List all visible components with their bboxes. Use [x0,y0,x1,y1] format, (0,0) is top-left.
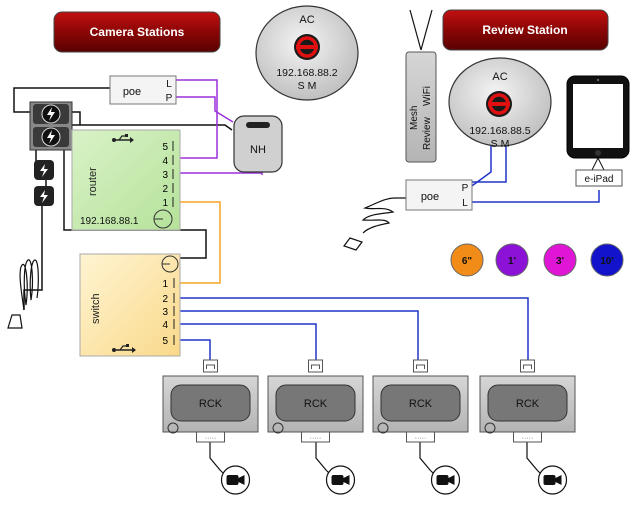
wires [7,9,600,477]
rck-label: RCK [409,398,433,410]
ac-ip: 192.168.88.2 [276,67,337,79]
coiled-cord-left [7,259,39,329]
svg-text:·····: ····· [310,435,322,442]
ac-ip: 192.168.88.5 [469,125,530,137]
mesh-wifi-device: Mesh Review WiFi [405,51,437,163]
cable-length-legend: 6" 1' 3' 10' [450,243,624,277]
svg-text:·····: ····· [415,435,427,442]
rck-unit: RCK ····· [372,359,469,495]
router: router 5 4 3 2 1 192.168.88.1 [71,129,181,231]
ipad: e-iPad [566,75,630,187]
ethernet-port-icon [520,359,535,373]
svg-text:2: 2 [162,184,168,195]
legend-item: 10' [590,243,624,277]
usb-icon [112,344,136,353]
button-icon [167,422,179,434]
power-plug-icon [34,186,54,206]
review-station-title: Review Station [442,9,609,51]
power-outlet-icon [33,127,69,147]
switch: switch 1 2 3 4 5 [79,253,181,357]
button-icon [484,422,496,434]
svg-text:·····: ····· [522,435,534,442]
svg-text:Review Station: Review Station [482,23,567,37]
camera-icon [537,465,568,495]
power-outlet-icon [33,104,69,124]
switch-label: switch [90,293,102,324]
nh-device: NH [233,115,283,173]
connector-icon: ····· [196,431,225,443]
connector-icon: ····· [301,431,330,443]
ac-ports: S M [491,138,510,150]
svg-text:WiFi: WiFi [422,86,433,106]
svg-text:Review: Review [422,116,433,150]
svg-text:5: 5 [162,336,168,347]
svg-text:L: L [166,79,172,90]
camera-icon [325,465,356,495]
rck-unit: RCK ····· [162,359,259,495]
ac-label: AC [299,14,314,26]
ac-unit-right: AC 192.168.88.5 S M [448,57,552,150]
router-label: router [87,167,99,196]
svg-text:6": 6" [462,256,473,267]
power-strip [29,101,73,151]
legend-item: 6" [450,243,484,277]
legend-item: 1' [495,243,529,277]
svg-text:4: 4 [162,156,168,167]
rck-label: RCK [199,398,223,410]
svg-text:5: 5 [162,142,168,153]
usb-icon [112,134,134,143]
router-ip: 192.168.88.1 [80,216,139,227]
svg-text:poe: poe [421,191,439,203]
svg-text:2: 2 [162,294,168,305]
svg-text:1: 1 [162,279,168,290]
svg-text:e-iPad: e-iPad [585,174,614,185]
ac-unit-left: AC 192.168.88.2 S M [255,5,359,101]
ethernet-port-icon [203,359,218,373]
svg-text:1': 1' [508,256,516,267]
button-icon [272,422,284,434]
camera-icon [220,465,251,495]
svg-text:3': 3' [556,256,564,267]
svg-text:3: 3 [162,170,168,181]
svg-text:NH: NH [250,144,266,156]
svg-text:10': 10' [600,256,614,267]
brand-logo-icon [486,91,512,117]
ac-ports: S M [298,80,317,92]
reset-button-icon [161,255,179,273]
ethernet-port-icon [413,359,428,373]
poe-injector-right: poe P L [405,179,473,211]
connector-icon: ····· [406,431,435,443]
ethernet-port-icon [308,359,323,373]
svg-text:Mesh: Mesh [409,106,420,130]
rck-label: RCK [516,398,540,410]
svg-text:1: 1 [162,198,168,209]
power-plug-icon [34,160,54,180]
svg-text:L: L [462,198,468,209]
svg-text:poe: poe [123,86,141,98]
button-icon [377,422,389,434]
svg-text:P: P [462,183,469,194]
brand-logo-icon [294,34,320,60]
rck-unit: RCK ····· [267,359,364,495]
svg-text:·····: ····· [205,435,217,442]
reset-button-icon [153,209,173,229]
svg-text:P: P [166,93,173,104]
legend-item: 3' [543,243,577,277]
poe-injector-left: poe L P [109,75,177,105]
rck-label: RCK [304,398,328,410]
svg-text:4: 4 [162,320,168,331]
port-icon [246,122,270,128]
ac-label: AC [492,71,507,83]
coiled-cord-right [343,197,406,251]
svg-text:3: 3 [162,307,168,318]
camera-stations-title: Camera Stations [53,11,221,53]
svg-text:Camera Stations: Camera Stations [90,25,185,39]
camera-icon [430,465,461,495]
connector-icon: ····· [513,431,542,443]
rck-unit: RCK ····· [479,359,576,495]
